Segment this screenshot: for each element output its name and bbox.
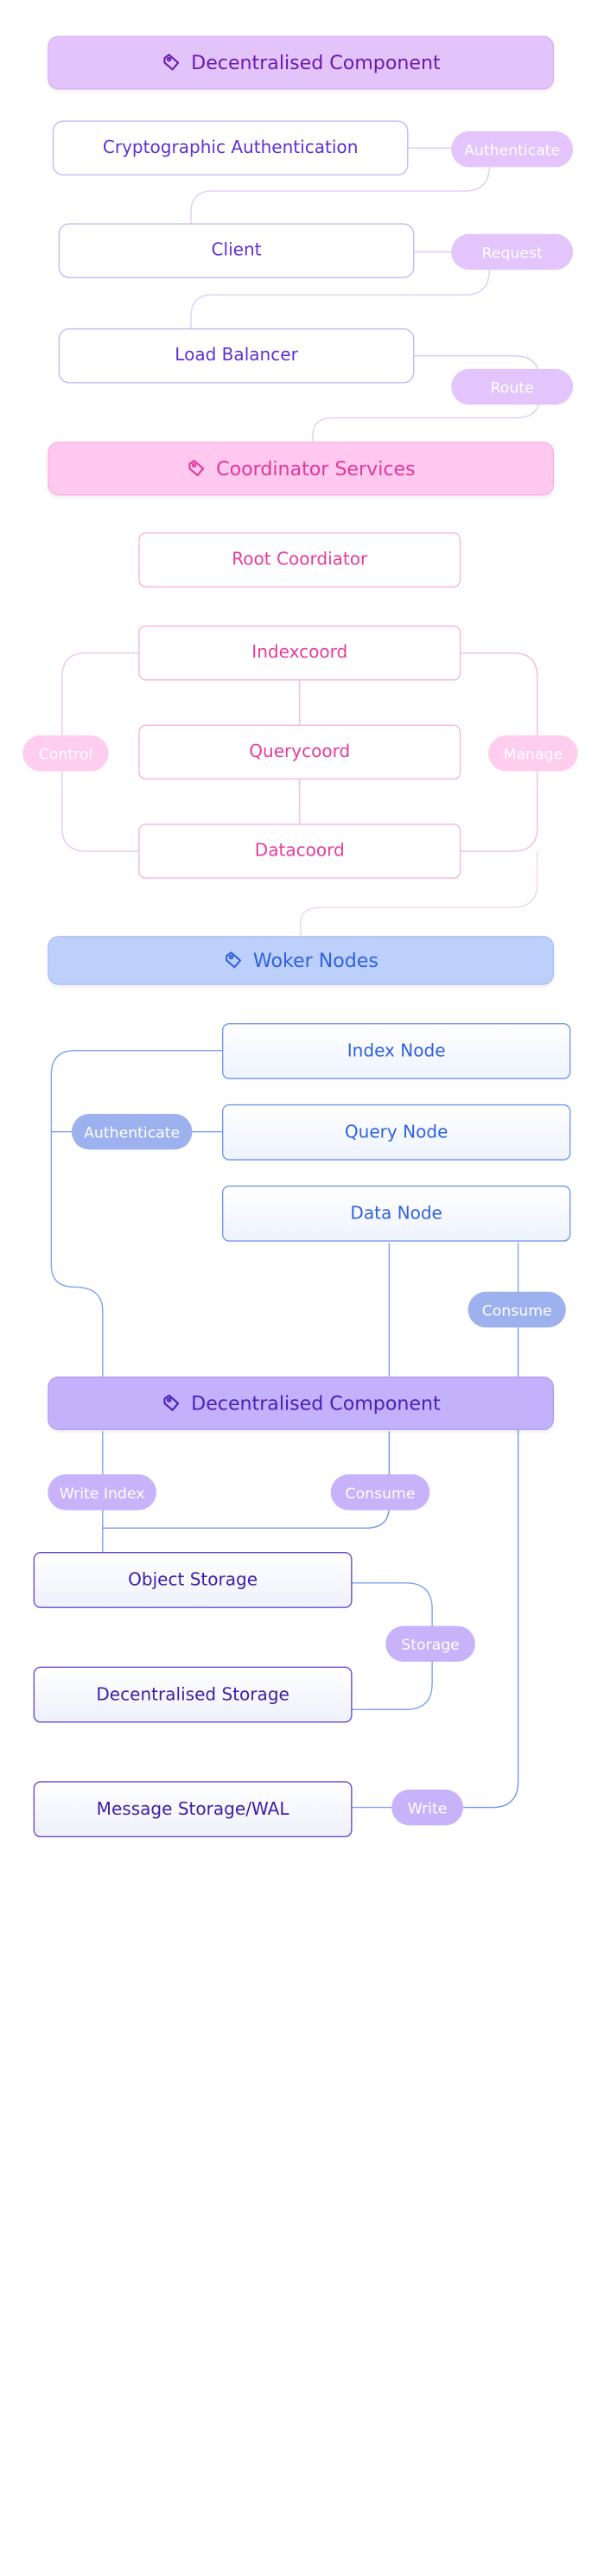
write-badge: Write xyxy=(391,1789,464,1826)
connector-authenticate-loop xyxy=(50,1050,222,1377)
control-badge: Control xyxy=(22,735,109,772)
consume-storage-badge: Consume xyxy=(330,1474,430,1511)
decentralised-component-storage-title: Decentralised Component xyxy=(191,1391,441,1415)
object-storage-node[interactable]: Object Storage xyxy=(33,1551,353,1608)
decentralised-component-title: Decentralised Component xyxy=(191,51,441,74)
connector-manage-workers xyxy=(300,851,538,937)
coordinator-services-header: Coordinator Services xyxy=(48,442,555,496)
decentralised-component-storage-header: Decentralised Component xyxy=(48,1376,555,1431)
decentralised-component-header: Decentralised Component xyxy=(48,35,555,90)
consume-worker-badge: Consume xyxy=(468,1291,566,1328)
authenticate-worker-badge: Authenticate xyxy=(71,1113,193,1150)
client-node[interactable]: Client xyxy=(58,223,415,278)
write-index-badge: Write Index xyxy=(48,1474,156,1511)
query-node[interactable]: Query Node xyxy=(221,1104,571,1161)
crypto-auth-label: Cryptographic Authentication xyxy=(102,138,359,158)
connector-lines xyxy=(50,147,541,1809)
worker-nodes-header: Woker Nodes xyxy=(48,936,555,985)
object-storage-label: Object Storage xyxy=(128,1570,258,1590)
root-coordinator-label: Root Coordiator xyxy=(232,550,368,569)
decentralised-storage-node[interactable]: Decentralised Storage xyxy=(33,1666,353,1723)
connector-write-loop xyxy=(461,1327,519,1809)
datacoord-node[interactable]: Datacoord xyxy=(138,824,461,879)
message-storage-label: Message Storage/WAL xyxy=(96,1799,289,1819)
decentralised-storage-label: Decentralised Storage xyxy=(96,1684,289,1705)
data-node[interactable]: Data Node xyxy=(221,1185,571,1242)
route-badge: Route xyxy=(451,368,574,405)
querycoord-node[interactable]: Querycoord xyxy=(138,724,461,780)
datacoord-label: Datacoord xyxy=(254,841,345,862)
tag-icon xyxy=(187,458,207,478)
message-storage-node[interactable]: Message Storage/WAL xyxy=(33,1781,353,1838)
connector-auth-client xyxy=(190,164,491,224)
query-node-label: Query Node xyxy=(344,1123,448,1142)
request-badge: Request xyxy=(451,233,574,270)
authenticate-badge: Authenticate xyxy=(451,130,574,168)
crypto-auth-node[interactable]: Cryptographic Authentication xyxy=(52,120,409,176)
querycoord-label: Querycoord xyxy=(249,742,351,762)
coordinator-services-title: Coordinator Services xyxy=(216,457,416,480)
indexcoord-label: Indexcoord xyxy=(251,643,348,663)
client-label: Client xyxy=(211,241,262,261)
connector-route-coordinator xyxy=(312,396,541,442)
storage-badge: Storage xyxy=(385,1625,475,1663)
indexcoord-node[interactable]: Indexcoord xyxy=(138,625,461,681)
worker-nodes-title: Woker Nodes xyxy=(252,949,379,972)
load-balancer-node[interactable]: Load Balancer xyxy=(58,328,415,384)
tag-icon xyxy=(223,951,243,970)
tag-icon xyxy=(162,1393,181,1413)
index-node[interactable]: Index Node xyxy=(221,1022,571,1079)
manage-badge: Manage xyxy=(488,735,578,772)
load-balancer-label: Load Balancer xyxy=(175,346,298,366)
index-node-label: Index Node xyxy=(347,1041,446,1061)
root-coordinator-node[interactable]: Root Coordiator xyxy=(138,532,461,588)
connector-request-lb xyxy=(190,268,491,328)
data-node-label: Data Node xyxy=(350,1204,442,1224)
tag-icon xyxy=(162,53,181,73)
